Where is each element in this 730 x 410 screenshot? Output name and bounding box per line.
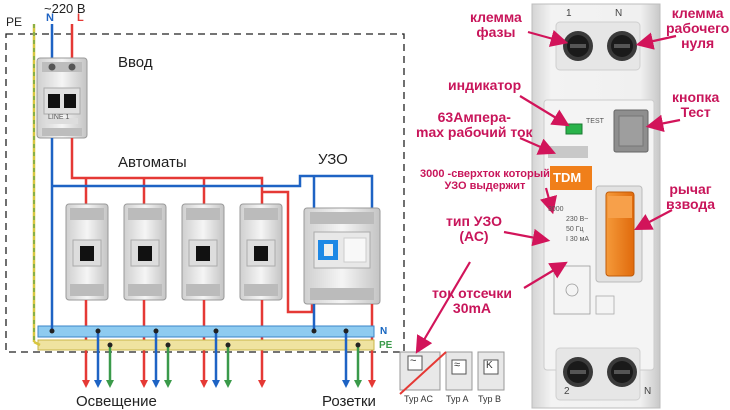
supply-label: ~220 В (44, 1, 86, 16)
annotation-neutral-terminal: клемма рабочего нуля (666, 5, 730, 51)
terminal-bottom-left: 2 (564, 386, 570, 397)
lighting-label: Освещение (76, 393, 157, 410)
l-label: L (77, 12, 84, 24)
neutral-bus (37, 325, 375, 338)
annotation-trip-current: ток отсечки 30mA (432, 285, 512, 316)
annotation-rated-current: 63Ампера- max рабочий ток (416, 109, 533, 140)
type-ac-symbol: ~ (410, 355, 417, 367)
test-text: TEST (586, 118, 604, 125)
n-label: N (46, 12, 54, 24)
terminal-top-right: N (615, 8, 623, 19)
type-b-symbol: K (486, 360, 493, 371)
main-breaker-text: LINE 1 (48, 114, 70, 121)
breaker-2 (123, 203, 167, 301)
brand-text: TDM (553, 170, 582, 185)
rcd-type-icons (399, 351, 505, 395)
type-a-symbol: ≈ (454, 359, 461, 371)
freq-text: 50 Гц (566, 226, 584, 233)
indicator-led (565, 123, 583, 135)
leak-text: I 30 мА (566, 236, 590, 243)
breaker-3 (181, 203, 225, 301)
diagram-rcd (303, 207, 381, 305)
sockets-label: Розетки (322, 393, 376, 410)
earth-bus (37, 339, 375, 351)
tdm-logo-plate (550, 166, 592, 190)
annotation-lever: рычаг взвода (666, 181, 716, 212)
pe-label: PE (6, 15, 23, 29)
annotation-arrows (415, 29, 681, 354)
annotation-rcd-type: тип УЗО (АС) (446, 213, 502, 244)
breaker-1 (65, 203, 109, 301)
terminal-bottom-right: N (644, 386, 652, 397)
type-a-label: Typ A (446, 394, 469, 404)
annotation-test-button: кнопка Тест (672, 89, 720, 120)
overload-text: 3000 (548, 206, 564, 213)
bus-pe-label: PE (379, 340, 393, 351)
input-label: Ввод (118, 54, 153, 71)
breaker-4 (239, 203, 283, 301)
type-b-label: Typ B (478, 394, 502, 404)
rating-text: 230 В~ (566, 216, 589, 223)
type-ac-label: Typ AC (404, 394, 434, 404)
main-breaker (36, 57, 88, 139)
annotation-indicator: индикатор (448, 77, 522, 93)
terminal-top-left: 1 (566, 8, 572, 19)
annotation-phase-terminal: клемма фазы (470, 9, 522, 40)
breakers-label: Автоматы (118, 154, 187, 171)
bus-n-label: N (380, 326, 388, 337)
rcd-label: УЗО (318, 151, 348, 168)
annotation-overcurrent: 3000 -сверхток который УЗО выдержит (420, 168, 550, 192)
